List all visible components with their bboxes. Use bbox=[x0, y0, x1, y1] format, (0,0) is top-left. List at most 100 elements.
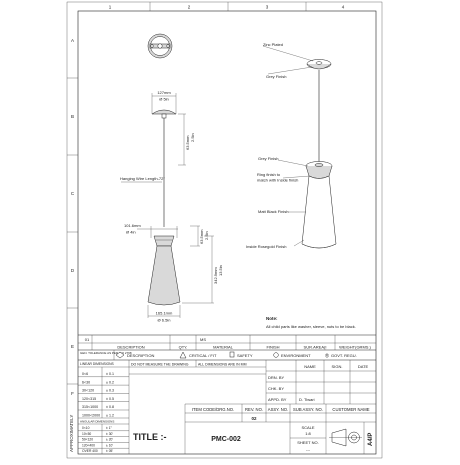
tolerance-value: ± 0.1 bbox=[106, 372, 114, 376]
tolerance-range: 50<120 bbox=[82, 438, 93, 442]
bom-h-weight: WEIGHT(GRMS.) bbox=[339, 345, 371, 350]
scale-label: SCALE bbox=[301, 425, 314, 430]
tolerance-value: ± 05' bbox=[106, 449, 113, 453]
tolerance-value: ± 10' bbox=[106, 443, 113, 447]
tolerance-value: ± 0.5 bbox=[106, 397, 114, 401]
tolerance-value: ± 1° bbox=[106, 426, 113, 430]
neck-dim-mm: 101.6mm bbox=[124, 223, 141, 228]
tolerance-range: 315<1000 bbox=[82, 405, 98, 409]
tolerance-value: ± 0.8 bbox=[106, 405, 114, 409]
linear-dims-title: LINEAR DIMENSIONS bbox=[80, 362, 115, 366]
tolerance-range: 120<400 bbox=[82, 443, 95, 447]
wire-length-label: Hanging Wire Length-72" bbox=[120, 176, 165, 181]
symbol-govt: GOVT. REGU. bbox=[331, 353, 357, 358]
safety-symbol-icon bbox=[229, 351, 235, 358]
tolerance-value: ± 30' bbox=[106, 432, 113, 436]
item-code-header: ITEM CODE/DRG.NO. bbox=[192, 407, 234, 412]
symbol-description: DESCRIPTION bbox=[127, 353, 154, 358]
bom-h-material: MATERIAL bbox=[213, 345, 233, 350]
customer-name-header: CUSTOMER NAME bbox=[332, 407, 369, 412]
ring-finish-label-2: match with Inside finish bbox=[257, 178, 298, 183]
ring-finish-label-1: Ring finish to bbox=[257, 172, 281, 177]
tolerance-range: 1000<2000 bbox=[82, 414, 100, 418]
tolerance-range: 6<30 bbox=[82, 380, 90, 384]
iso-lamp-body bbox=[301, 175, 337, 249]
tolerance-value: ± 1.2 bbox=[106, 414, 114, 418]
bom-item-no: 01 bbox=[85, 337, 90, 342]
gen-tolerance-label: GEN. TOLERANCE AS PER ISO 2768 bbox=[80, 351, 132, 355]
canopy-h-mm: 63.5mm bbox=[185, 135, 190, 150]
canopy-dim-in: Ø 5in bbox=[159, 97, 169, 102]
neck-h-mm: 63.5mm bbox=[199, 229, 204, 244]
symbol-critical: CRITICAL / FIT bbox=[189, 353, 217, 358]
zone-row-a: A bbox=[71, 38, 74, 43]
scale-value: 1:8 bbox=[305, 431, 311, 436]
neck-dim-in: Ø 4in bbox=[126, 230, 136, 235]
projection-symbol-icon bbox=[329, 428, 362, 447]
approved-by-name: D. Tiwari bbox=[299, 397, 315, 402]
govt-symbol-icon: ® bbox=[325, 353, 329, 360]
tolerance-value: ± 0.3 bbox=[106, 389, 114, 393]
zone-row-f: F bbox=[71, 391, 74, 396]
inner-border bbox=[77, 10, 377, 455]
lamp-cap bbox=[153, 235, 175, 247]
tolerance-range: 120<315 bbox=[82, 397, 96, 401]
matt-black-label: Matt Black Finish bbox=[258, 209, 288, 214]
grey-finish-cap-label: Grey Finish bbox=[258, 156, 278, 161]
pendant-front-view: 127mm Ø 5in 63.5mm 2.5in Hanging Wire Le… bbox=[120, 90, 223, 323]
rev-no-header: REV. NO. bbox=[245, 407, 263, 412]
zone-col-4: 4 bbox=[342, 5, 345, 10]
symbol-environment: ENVIRONMENT bbox=[281, 353, 311, 358]
side-note: APPROXIMATELY bbox=[69, 415, 74, 452]
sheet-no-value: --- bbox=[306, 447, 311, 452]
rosegold-label: Inside Rosegold Finish bbox=[246, 244, 286, 249]
environment-symbol-icon bbox=[273, 352, 279, 358]
tolerance-range: 0<6 bbox=[82, 372, 88, 376]
note-text: All child parts like washer, sleeve, nut… bbox=[266, 324, 356, 329]
canopy-h-in: 2.5in bbox=[190, 133, 195, 142]
bom-material: MS bbox=[200, 337, 206, 342]
bom-h-qty: QTY. bbox=[179, 345, 188, 350]
pendant-iso-view: Zinc Plated Grey Finish Grey Finish Ring… bbox=[246, 42, 337, 249]
zone-col-1: 1 bbox=[109, 5, 112, 10]
zone-col-3: 3 bbox=[266, 5, 269, 10]
canopy bbox=[151, 109, 177, 115]
tolerance-value: ± 0.2 bbox=[106, 380, 114, 384]
base-dim-in: Ø 6.5in bbox=[158, 318, 171, 323]
drawn-by-label: DRN. BY bbox=[268, 375, 285, 380]
zinc-plated-label: Zinc Plated bbox=[263, 42, 283, 47]
angular-dims-title: ANGULAR DIMENSIONS bbox=[80, 420, 114, 424]
base-dim-mm: 165.1mm bbox=[156, 311, 173, 316]
description-symbol-icon bbox=[115, 351, 125, 359]
body-h-mm: 342.9mm bbox=[213, 267, 218, 284]
critical-symbol-icon bbox=[179, 351, 187, 359]
outer-frame bbox=[66, 1, 383, 459]
assy-no-header: ASSY. NO. bbox=[268, 407, 288, 412]
body-h-in: 13.5in bbox=[218, 265, 223, 276]
tolerance-range: 0<10 bbox=[82, 426, 90, 430]
bom-h-finish: FINISH bbox=[266, 345, 279, 350]
no-measure-note: DO NOT MEASURE THE DRAWING bbox=[131, 363, 189, 367]
neck-h-in: 2.5in bbox=[204, 231, 209, 240]
zone-row-b: B bbox=[71, 114, 74, 119]
title-label: TITLE :- bbox=[133, 432, 167, 442]
zone-row-d: D bbox=[71, 268, 75, 273]
canopy-dim-mm: 127mm bbox=[157, 90, 171, 95]
tolerance-range: OVER 400 bbox=[82, 449, 98, 453]
zone-row-c: C bbox=[71, 191, 75, 196]
note-heading: Note: bbox=[266, 316, 278, 321]
all-mm-note: ALL DIMENSIONS ARE IN MM bbox=[198, 363, 247, 367]
zone-col-2: 2 bbox=[188, 5, 191, 10]
approval-date-header: DATE bbox=[358, 364, 369, 369]
lamp-shade-body bbox=[147, 245, 181, 306]
sheet-no-label: SHEET NO. bbox=[297, 440, 319, 445]
bom-h-surface: SUR.AREA(I bbox=[304, 345, 327, 350]
approved-by-label: APPD. BY bbox=[268, 397, 287, 402]
canopy-top-view bbox=[147, 33, 173, 59]
symbol-safety: SAFETY bbox=[237, 353, 253, 358]
angular-tolerance-rows: 0<10± 1°10<50± 30'50<120± 20'120<400± 10… bbox=[78, 426, 129, 453]
approval-sign-header: SIGN. bbox=[332, 364, 343, 369]
